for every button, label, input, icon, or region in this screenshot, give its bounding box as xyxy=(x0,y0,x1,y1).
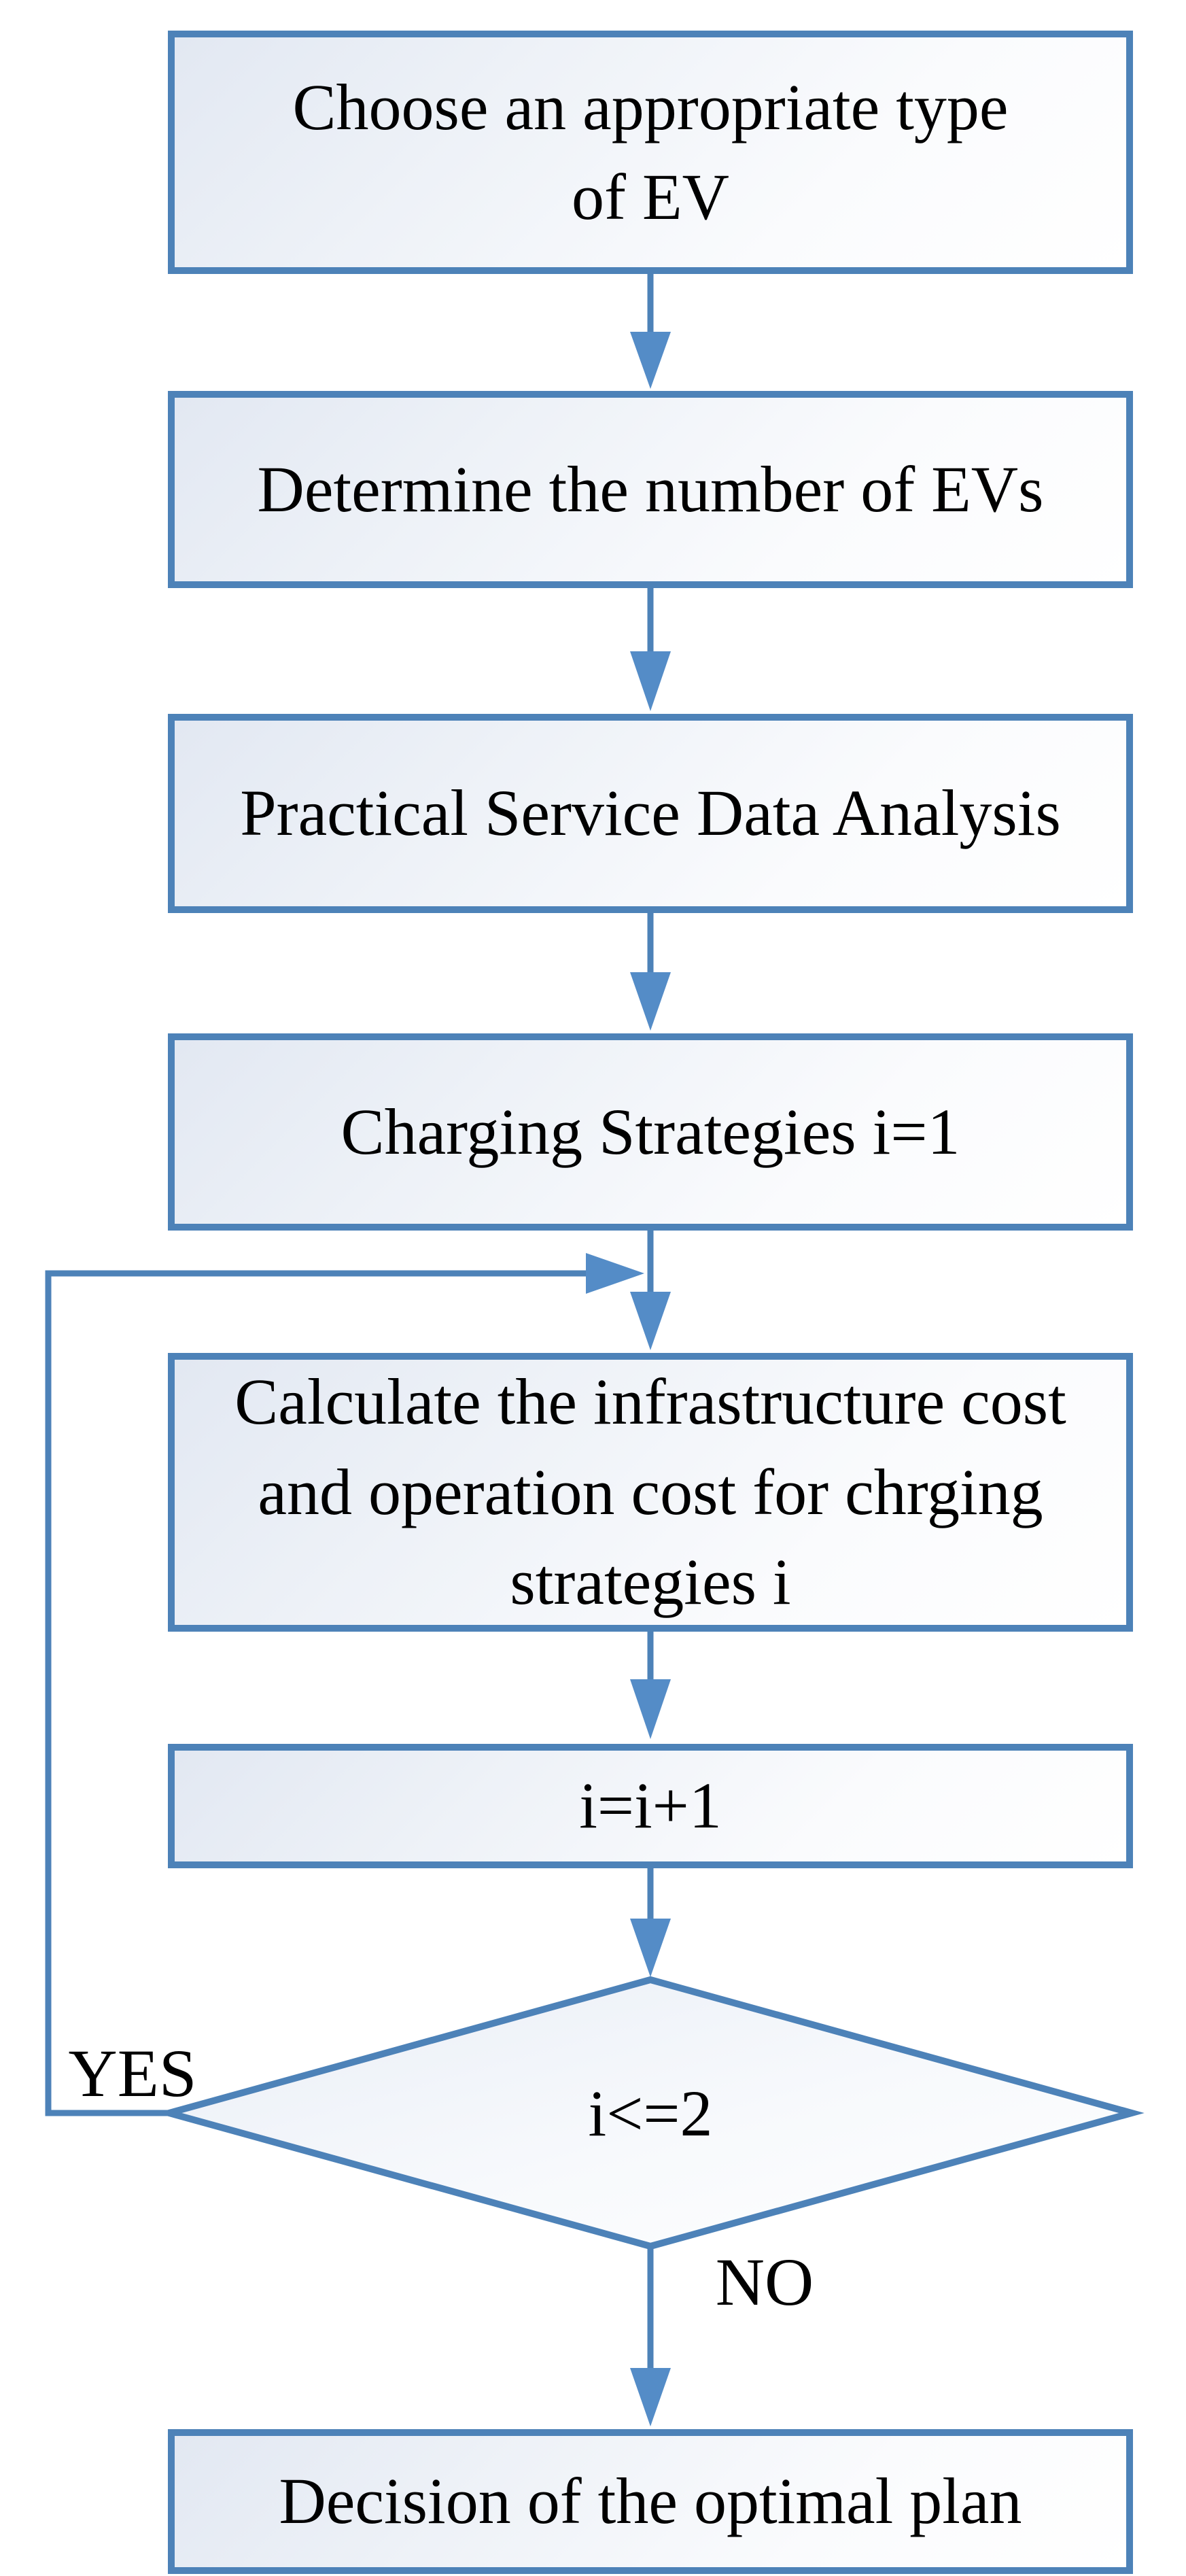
arrowhead-to-increment xyxy=(630,1679,671,1739)
arrowhead-to-calculate xyxy=(630,1292,671,1350)
flow-node-choose-ev: Choose an appropriate type of EV xyxy=(168,31,1133,274)
flow-node-calculate-costs: Calculate the infrastructure cost and op… xyxy=(168,1353,1133,1632)
arrowhead-to-strategies xyxy=(630,972,671,1031)
flow-node-label: Practical Service Data Analysis xyxy=(240,776,1061,850)
edge-label-yes: YES xyxy=(68,2036,197,2111)
arrowhead-to-number xyxy=(630,332,671,389)
flow-node-label: Decision of the optimal plan xyxy=(279,2465,1022,2538)
flow-node-number-of-evs: Determine the number of EVs xyxy=(168,391,1133,588)
decision-diamond-shape xyxy=(156,1976,1145,2250)
flow-node-charging-strategies: Charging Strategies i=1 xyxy=(168,1033,1133,1231)
flow-node-label: Charging Strategies i=1 xyxy=(341,1095,960,1168)
arrowhead-to-decision xyxy=(630,1919,671,1977)
flow-node-loop-condition: i<=2 xyxy=(277,1980,1024,2246)
loop-arrowhead-right xyxy=(586,1253,644,1294)
flow-node-label: Choose an appropriate type of EV xyxy=(292,70,1009,233)
arrowhead-to-analysis xyxy=(630,651,671,711)
flow-node-label: i<=2 xyxy=(588,2076,713,2150)
flow-node-optimal-plan: Decision of the optimal plan xyxy=(168,2429,1133,2574)
flow-node-service-data-analysis: Practical Service Data Analysis xyxy=(168,714,1133,913)
flow-node-label: Determine the number of EVs xyxy=(257,452,1044,526)
flow-node-label: i=i+1 xyxy=(579,1769,722,1842)
loop-yes-line xyxy=(45,1270,586,2116)
edge-label-no: NO xyxy=(715,2244,814,2320)
arrowhead-to-plan xyxy=(630,2368,671,2426)
flow-node-label: Calculate the infrastructure cost and op… xyxy=(234,1365,1066,1619)
flow-node-increment: i=i+1 xyxy=(168,1744,1133,1868)
